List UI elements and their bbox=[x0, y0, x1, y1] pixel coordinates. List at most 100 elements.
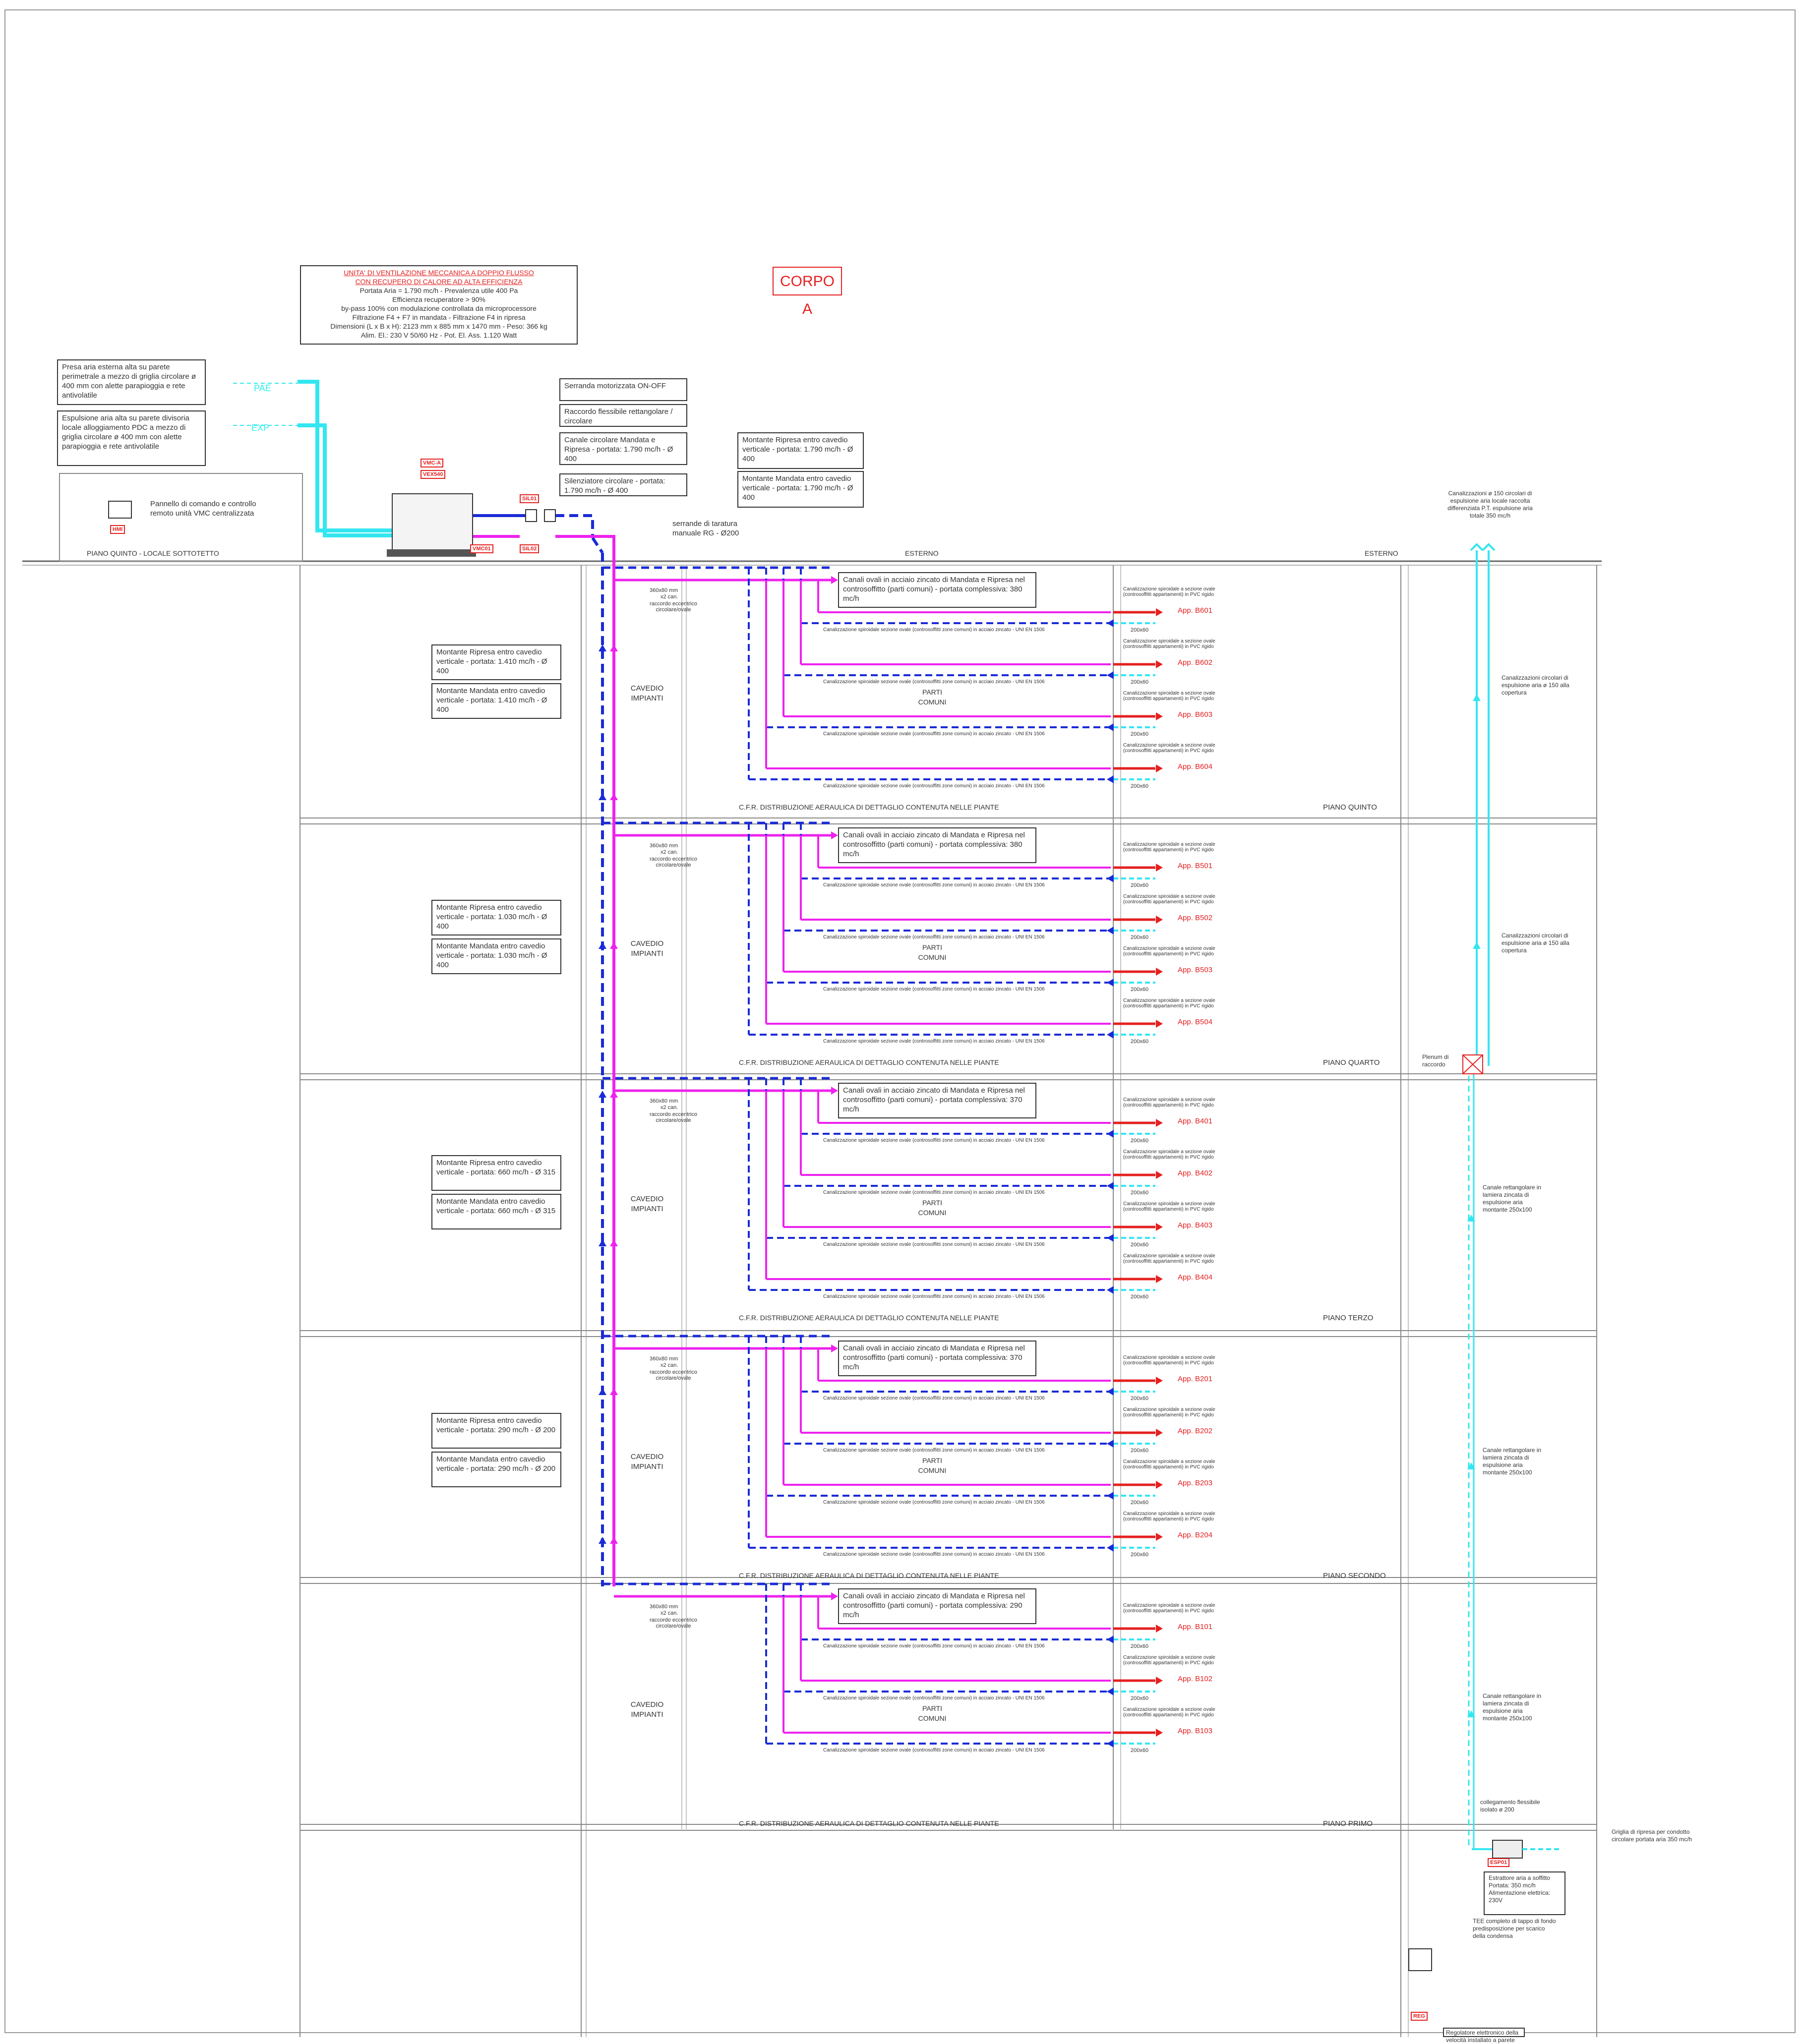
sez200-label: 200x60 bbox=[1131, 1643, 1149, 1649]
mandata-main bbox=[555, 535, 615, 553]
hmi-tag: HMI bbox=[110, 525, 125, 534]
apt-return-arrow bbox=[1107, 1635, 1114, 1643]
return-arrow bbox=[599, 1239, 606, 1246]
canal-ovali-label: Canalizzazione spiroidale sezione ovale … bbox=[823, 987, 1045, 992]
canal-ovali-label: Canalizzazione spiroidale sezione ovale … bbox=[823, 783, 1045, 789]
montante-rip-note: Montante Ripresa entro cavedio verticale… bbox=[431, 900, 561, 935]
sez200-label: 200x60 bbox=[1131, 987, 1149, 993]
silenziatore-note: Silenziatore circolare - portata: 1.790 … bbox=[559, 473, 687, 496]
vmc-tag: VMC-A bbox=[421, 459, 444, 467]
apt-return-arrow bbox=[1107, 1130, 1114, 1138]
apt-return-arrow bbox=[1107, 1182, 1114, 1190]
apt-supply-arrow bbox=[1156, 1429, 1163, 1437]
esp01-tag: ESP01 bbox=[1488, 1858, 1510, 1867]
unit-spec-1: Portata Aria = 1.790 mc/h - Prevalenza u… bbox=[360, 287, 518, 294]
canale-rett-note-1: Canale rettangolare in lamiera zincata d… bbox=[1483, 1184, 1542, 1213]
sez200-label: 200x60 bbox=[1131, 1396, 1149, 1402]
apt-return-arrow bbox=[1107, 1234, 1114, 1242]
apt-supply-arrow bbox=[1156, 1625, 1163, 1633]
sez360-label: 360x80 mm bbox=[650, 1356, 678, 1362]
apt-supply-arrow bbox=[1156, 1481, 1163, 1489]
sez360-label: 360x80 mm bbox=[650, 1098, 678, 1104]
supply-arrow bbox=[610, 1091, 618, 1098]
sez200-label: 200x60 bbox=[1131, 783, 1149, 789]
sez200-label: 200x60 bbox=[1131, 1448, 1149, 1454]
return-arrow bbox=[599, 942, 606, 949]
apt-supply-arrow bbox=[1156, 712, 1163, 720]
canal-pvc-label: Canalizzazione spiroidale a sezione oval… bbox=[1123, 1149, 1215, 1160]
unit-spec-2: Efficienza recuperatore > 90% bbox=[392, 295, 485, 303]
supply-arrow bbox=[831, 1592, 838, 1600]
sil01-tag: SIL01 bbox=[520, 494, 540, 503]
exp-duct bbox=[298, 423, 392, 537]
floor-name: PIANO SECONDO bbox=[1323, 1572, 1386, 1580]
reg-panel-icon bbox=[1408, 1948, 1432, 1971]
canal-ovali-label: Canalizzazione spiroidale sezione ovale … bbox=[823, 679, 1045, 685]
supply-arrow bbox=[610, 793, 618, 800]
sez200-label: 200x60 bbox=[1131, 1138, 1149, 1144]
impianti-label: IMPIANTI bbox=[631, 1205, 663, 1213]
supply-arrow bbox=[831, 1344, 838, 1352]
impianti-label: IMPIANTI bbox=[631, 1462, 663, 1471]
sez200-label: 200x60 bbox=[1131, 1294, 1149, 1300]
hmi-panel-icon bbox=[108, 501, 132, 519]
sez360-label: 360x80 mm bbox=[650, 843, 678, 849]
esterno-label-1: ESTERNO bbox=[905, 549, 939, 557]
canal-ovali-label: Canalizzazione spiroidale sezione ovale … bbox=[823, 1242, 1045, 1247]
parti-label: PARTI bbox=[922, 1199, 942, 1207]
supply-arrow bbox=[610, 1239, 618, 1246]
comuni-label: COMUNI bbox=[918, 1714, 947, 1722]
montante-man-note: Montante Mandata entro cavedio verticale… bbox=[431, 1194, 561, 1229]
apt-return-arrow bbox=[1107, 875, 1114, 882]
canale-rett-note-2: Canale rettangolare in lamiera zincata d… bbox=[1483, 1447, 1542, 1476]
x2-label: x2 can. bbox=[661, 594, 678, 600]
cavedio-label: CAVEDIO bbox=[630, 1700, 664, 1709]
exhaust-arrow bbox=[1467, 1462, 1475, 1469]
canal-ovali-label: Canalizzazione spiroidale sezione ovale … bbox=[823, 1552, 1045, 1557]
canal-pvc-label: Canalizzazione spiroidale a sezione oval… bbox=[1123, 1201, 1215, 1212]
canal-pvc-label: Canalizzazione spiroidale a sezione oval… bbox=[1123, 639, 1215, 649]
canal-pvc-label: Canalizzazione spiroidale a sezione oval… bbox=[1123, 1355, 1215, 1366]
exp-note: Espulsione aria alta su parete divisoria… bbox=[57, 410, 206, 466]
canale-circ-note: Canale circolare Mandata e Ripresa - por… bbox=[559, 432, 687, 465]
comuni-label: COMUNI bbox=[918, 1466, 947, 1474]
unit-title-2: CON RECUPERO DI CALORE AD ALTA EFFICIENZ… bbox=[355, 278, 523, 286]
raccordo-ecc-label: raccordo eccentrico circolare/ovale bbox=[650, 1369, 697, 1381]
parti-label: PARTI bbox=[922, 943, 942, 951]
canal-pvc-label: Canalizzazione spiroidale a sezione oval… bbox=[1123, 946, 1215, 957]
canali-ovali-note: Canali ovali in acciaio zincato di Manda… bbox=[838, 572, 1036, 608]
vmc-base bbox=[387, 549, 476, 557]
supply-arrow bbox=[831, 1087, 838, 1095]
canal-pvc-label: Canalizzazione spiroidale a sezione oval… bbox=[1123, 1603, 1215, 1614]
silencer-body bbox=[544, 509, 556, 522]
serranda-note: Serranda motorizzata ON-OFF bbox=[559, 378, 687, 401]
apartment-label: App. B404 bbox=[1178, 1273, 1213, 1282]
vmc-unit bbox=[392, 493, 473, 552]
floor-name: PIANO PRIMO bbox=[1323, 1819, 1373, 1828]
apt-supply-arrow bbox=[1156, 1020, 1163, 1028]
canal-ovali-label: Canalizzazione spiroidale sezione ovale … bbox=[823, 882, 1045, 888]
exhaust-arrow bbox=[1467, 1215, 1475, 1222]
apartment-label: App. B604 bbox=[1178, 762, 1213, 771]
pae-duct bbox=[298, 380, 392, 532]
apt-supply-arrow bbox=[1156, 1533, 1163, 1541]
unit-spec-4: Filtrazione F4 + F7 in mandata - Filtraz… bbox=[352, 313, 526, 321]
return-arrow bbox=[599, 1537, 606, 1544]
exhaust-arrow bbox=[1473, 942, 1481, 949]
montante-rip-note: Montante Ripresa entro cavedio verticale… bbox=[431, 1155, 561, 1191]
apt-supply-arrow bbox=[1156, 608, 1163, 616]
apt-return-arrow bbox=[1107, 1740, 1114, 1748]
comuni-label: COMUNI bbox=[918, 1209, 947, 1217]
apt-return-arrow bbox=[1107, 1440, 1114, 1448]
apt-return-arrow bbox=[1107, 1688, 1114, 1695]
sez200-label: 200x60 bbox=[1131, 1039, 1149, 1045]
return-arrow bbox=[599, 793, 606, 800]
canal-ovali-label: Canalizzazione spiroidale sezione ovale … bbox=[823, 731, 1045, 737]
canal-pvc-label: Canalizzazione spiroidale a sezione oval… bbox=[1123, 1707, 1215, 1718]
unit-spec-3: by-pass 100% con modulazione controllata… bbox=[341, 304, 537, 312]
apt-return-arrow bbox=[1107, 671, 1114, 679]
impianti-label: IMPIANTI bbox=[631, 1710, 663, 1719]
unit-description: UNITA' DI VENTILAZIONE MECCANICA A DOPPI… bbox=[300, 265, 578, 345]
esterno-label-2: ESTERNO bbox=[1365, 549, 1398, 557]
